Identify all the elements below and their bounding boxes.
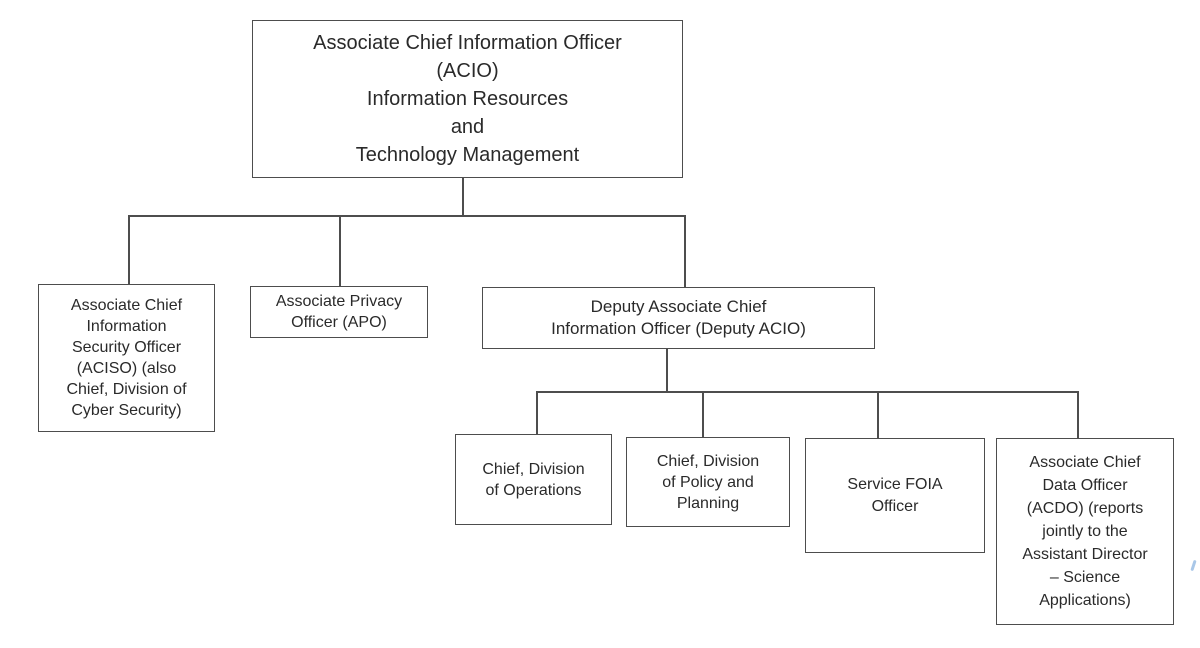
org-node-aciso: Associate Chief Information Security Off… xyxy=(38,284,215,432)
org-node-foia: Service FOIA Officer xyxy=(805,438,985,553)
connector-drop-policy xyxy=(702,391,704,437)
connector-drop-acdo xyxy=(1077,391,1079,438)
org-node-acio: Associate Chief Information Officer (ACI… xyxy=(252,20,683,178)
org-node-apo: Associate Privacy Officer (APO) xyxy=(250,286,428,338)
connector-drop-foia xyxy=(877,391,879,438)
org-node-policy-planning: Chief, Division of Policy and Planning xyxy=(626,437,790,527)
stray-mark xyxy=(1190,559,1197,572)
org-node-deputy-acio: Deputy Associate Chief Information Offic… xyxy=(482,287,875,349)
connector-rail-level-2 xyxy=(536,391,1078,393)
connector-drop-deputy xyxy=(684,215,686,287)
org-node-acdo: Associate Chief Data Officer (ACDO) (rep… xyxy=(996,438,1174,625)
connector-rail-level-1 xyxy=(128,215,686,217)
connector-drop-aciso xyxy=(128,215,130,284)
connector-deputy-stem xyxy=(666,349,668,391)
connector-drop-apo xyxy=(339,215,341,286)
connector-acio-stem xyxy=(462,178,464,216)
connector-drop-operations xyxy=(536,391,538,434)
org-node-operations: Chief, Division of Operations xyxy=(455,434,612,525)
